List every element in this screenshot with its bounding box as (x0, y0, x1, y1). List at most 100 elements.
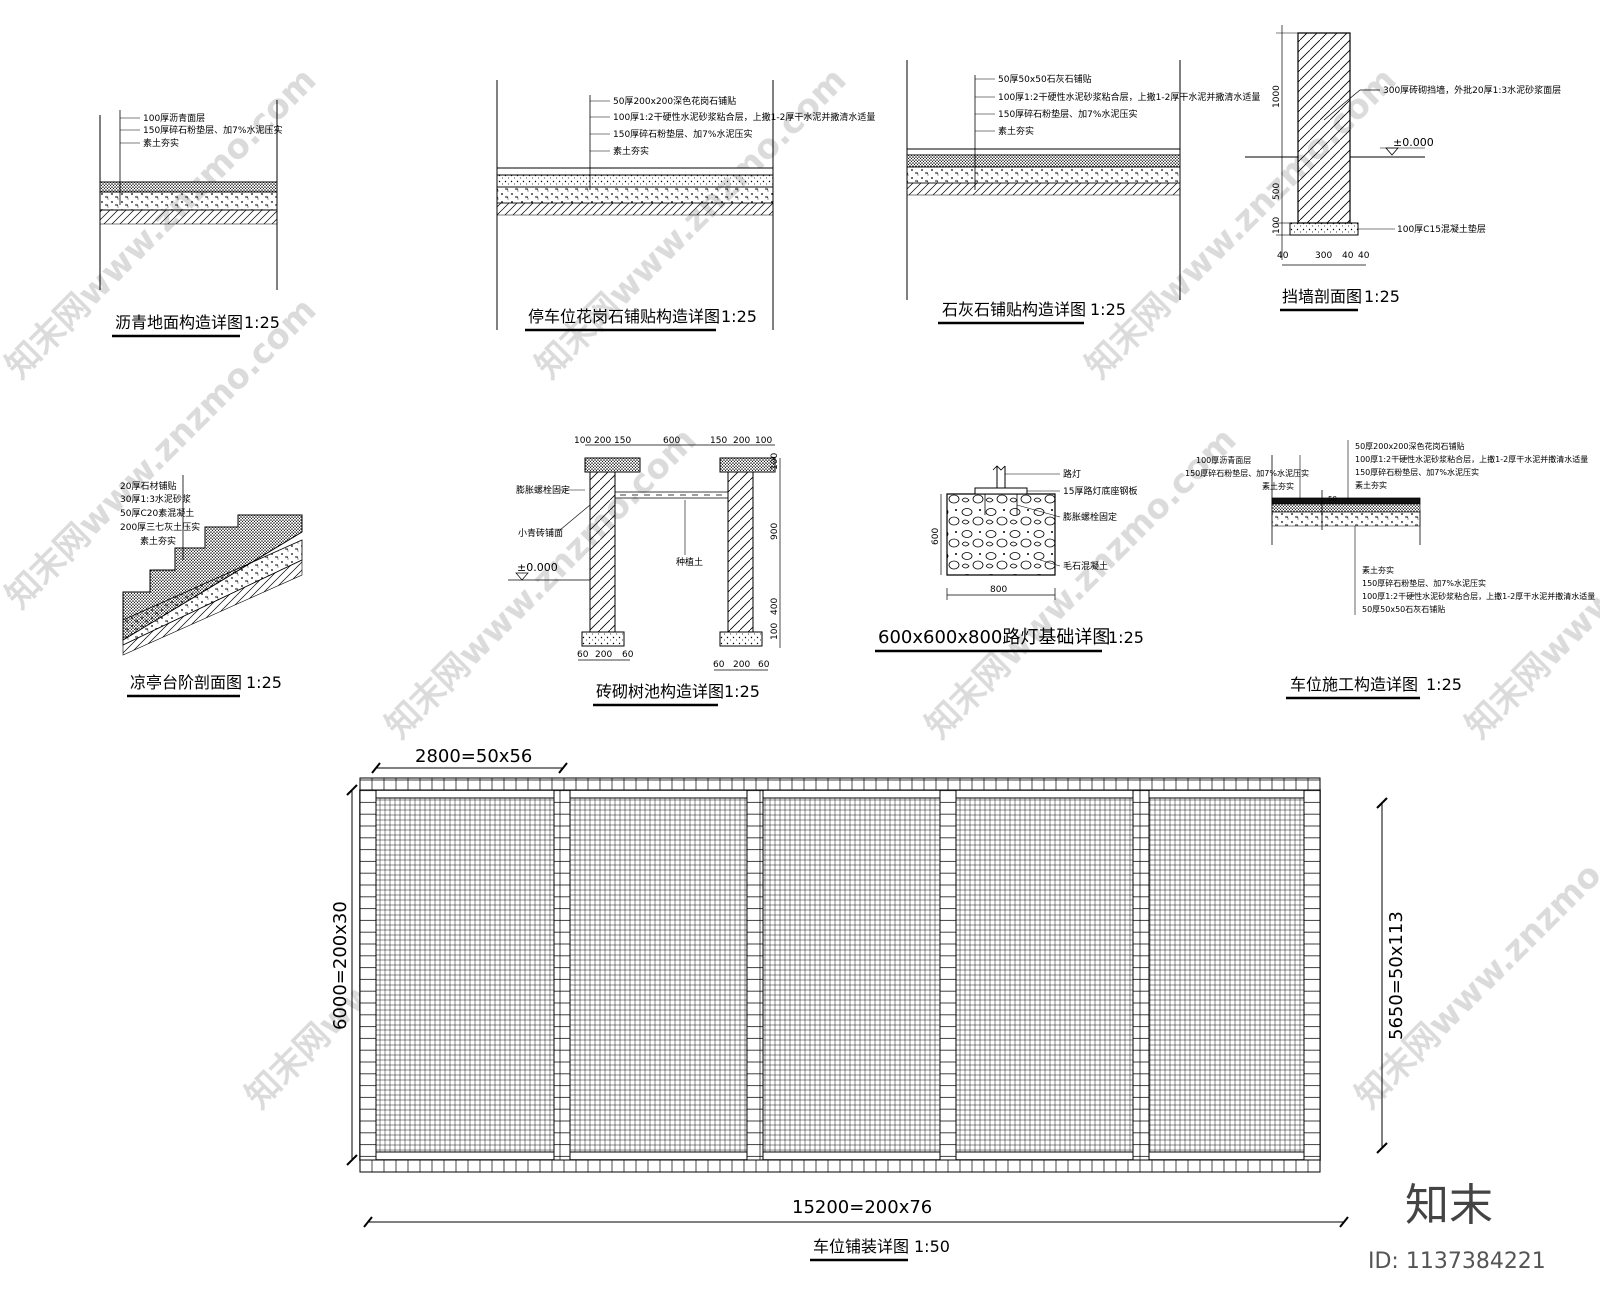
note-line: 100厚沥青面层 (143, 112, 205, 124)
watermark-text: 知末网www.znzmo.com (528, 60, 854, 386)
detail-retaining-wall: 1000 500 100 40 300 40 40 300厚砖砌挡墙，外批20厚… (1245, 25, 1561, 310)
dim-text: 600 (663, 436, 680, 446)
dim-text: 60 (577, 650, 589, 660)
note-line: 100厚1:2干硬性水泥砂浆粘合层，上撒1-2厚干水泥并撒清水适量 (998, 91, 1260, 103)
note-line: 毛石混凝土 (1063, 560, 1108, 572)
dim-text: 40 (1358, 251, 1370, 261)
dim-text: 15200=200x76 (792, 1197, 932, 1218)
dim-text: 400 (770, 598, 780, 615)
detail-scale: 1:25 (246, 673, 282, 692)
dim-text: 50 (1328, 495, 1337, 503)
note-line: 50厚200x200深色花岗石铺贴 (1355, 441, 1464, 451)
note-line: 素土夯实 (998, 125, 1034, 137)
note-line: 素土夯实 (143, 137, 179, 149)
note-line: 50厚C20素混凝土 (120, 507, 194, 519)
dim-text: 600 (931, 528, 941, 545)
detail-scale: 1:25 (724, 682, 760, 701)
note-line: 素土夯实 (1355, 480, 1387, 490)
detail-scale: 1:25 (1426, 675, 1462, 694)
detail-title: 车位施工构造详图 (1290, 675, 1418, 694)
dim-text: 5650=50x113 (1386, 911, 1407, 1040)
detail-asphalt: 100厚沥青面层 150厚碎石粉垫层、加7%水泥压实 素土夯实 沥青地面构造详图… (100, 100, 282, 336)
brand-logo: 知末 (1405, 1180, 1493, 1231)
detail-title: 石灰石铺贴构造详图 (942, 300, 1086, 319)
level-mark: ±0.000 (1393, 136, 1434, 149)
detail-title: 砖砌树池构造详图 (596, 682, 724, 701)
note-line: 素土夯实 (1362, 565, 1394, 575)
note-line: 150厚碎石粉垫层、加7%水泥压实 (143, 124, 282, 136)
detail-title: 凉亭台阶剖面图 (130, 673, 242, 692)
dim-text: 500 (1272, 183, 1282, 200)
detail-granite: 50厚200x200深色花岗石铺贴 100厚1:2干硬性水泥砂浆粘合层，上撒1-… (497, 80, 875, 330)
detail-title: 车位铺装详图 (813, 1237, 909, 1256)
detail-scale: 1:25 (1090, 300, 1126, 319)
note-line: 150厚碎石粉垫层、加7%水泥压实 (998, 108, 1137, 120)
detail-title: 沥青地面构造详图 (115, 313, 243, 332)
detail-title: 600x600x800路灯基础详图 (878, 627, 1110, 648)
note-line: 素土夯实 (613, 145, 649, 157)
dim-text: 800 (990, 585, 1007, 595)
dim-text: 1000 (1272, 85, 1282, 108)
note-line: 50厚200x200深色花岗石铺贴 (613, 95, 736, 107)
note-line: 150厚碎石粉垫层、加7%水泥压实 (1362, 578, 1486, 588)
note-line: 100厚1:2干硬性水泥砂浆粘合层，上撒1-2厚干水泥并撒清水适量 (1355, 454, 1588, 464)
note-line: 200厚三七灰土压实 (120, 521, 200, 533)
dim-text: 100 (770, 453, 780, 470)
note-line: 50厚50x50石灰石铺贴 (1362, 604, 1445, 614)
note-line: 膨胀螺栓固定 (1063, 511, 1117, 523)
dim-text: 2800=50x56 (415, 746, 532, 767)
detail-scale: 1:25 (721, 307, 757, 326)
detail-scale: 1:25 (1364, 287, 1400, 306)
dim-text: 300 (1315, 251, 1332, 261)
detail-scale: 1:50 (914, 1237, 950, 1256)
note-line: 100厚1:2干硬性水泥砂浆粘合层，上撒1-2厚干水泥并撒清水适量 (1362, 591, 1595, 601)
note-line: 小青砖铺面 (518, 527, 563, 539)
note-line: 100厚沥青面层 (1196, 455, 1251, 465)
note-line: 15厚路灯底座钢板 (1063, 485, 1137, 497)
dim-text: 40 (1342, 251, 1354, 261)
dim-text: 60 (758, 660, 770, 670)
dim-text: 900 (770, 523, 780, 540)
parking-bay (763, 798, 940, 1152)
parking-bay (570, 798, 747, 1152)
detail-pavilion-steps: 20厚石材铺贴 30厚1:3水泥砂浆 50厚C20素混凝土 200厚三七灰土压实… (120, 475, 302, 696)
note-line: 路灯 (1063, 468, 1081, 480)
note-line: 膨胀螺栓固定 (516, 484, 570, 496)
dim-text: 200 (733, 436, 750, 446)
detail-title: 挡墙剖面图 (1282, 287, 1362, 306)
dim-text: 150 (614, 436, 631, 446)
dim-text: 100 (755, 436, 772, 446)
detail-title: 停车位花岗石铺贴构造详图 (528, 307, 720, 326)
dim-text: 150 (710, 436, 727, 446)
note-line: 30厚1:3水泥砂浆 (120, 493, 191, 505)
detail-parking-construction: 100厚沥青面层 150厚碎石粉垫层、加7%水泥压实 素土夯实 50厚200x2… (1185, 440, 1595, 698)
detail-scale: 1:25 (244, 313, 280, 332)
note-line: 300厚砖砌挡墙，外批20厚1:3水泥砂浆面层 (1383, 84, 1561, 96)
note-line: 素土夯实 (140, 535, 176, 547)
note-line: 150厚碎石粉垫层、加7%水泥压实 (1355, 467, 1479, 477)
detail-lamp-foundation: 路灯 15厚路灯底座钢板 膨胀螺栓固定 毛石混凝土 600 800 600x60… (875, 466, 1144, 651)
note-line: 150厚碎石粉垫层、加7%水泥压实 (1185, 468, 1309, 478)
dim-text: 200 (595, 650, 612, 660)
note-line: 素土夯实 (1262, 481, 1294, 491)
dim-text: 100 (574, 436, 591, 446)
note-line: 100厚1:2干硬性水泥砂浆粘合层，上撒1-2厚干水泥并撒清水适量 (613, 111, 875, 123)
parking-bay (956, 798, 1133, 1152)
parking-bay (1149, 798, 1304, 1152)
dim-text: 40 (1277, 251, 1289, 261)
note-line: 150厚碎石粉垫层、加7%水泥压实 (613, 128, 752, 140)
note-line: 20厚石材铺贴 (120, 480, 176, 492)
note-line: 100厚C15混凝土垫层 (1397, 223, 1486, 235)
dim-text: 200 (594, 436, 611, 446)
dim-text: 200 (733, 660, 750, 670)
dim-text: 6000=200x30 (330, 901, 351, 1030)
dim-text: 60 (622, 650, 634, 660)
parking-bay (376, 798, 554, 1152)
detail-tree-pit: 100 200 150 600 150 200 100 900 400 100 … (508, 436, 780, 705)
note-line: 种植土 (676, 556, 703, 568)
dim-text: 100 (770, 623, 780, 640)
dim-text: 100 (1272, 217, 1282, 234)
level-mark: ±0.000 (517, 561, 558, 574)
note-line: 50厚50x50石灰石铺贴 (998, 73, 1092, 85)
